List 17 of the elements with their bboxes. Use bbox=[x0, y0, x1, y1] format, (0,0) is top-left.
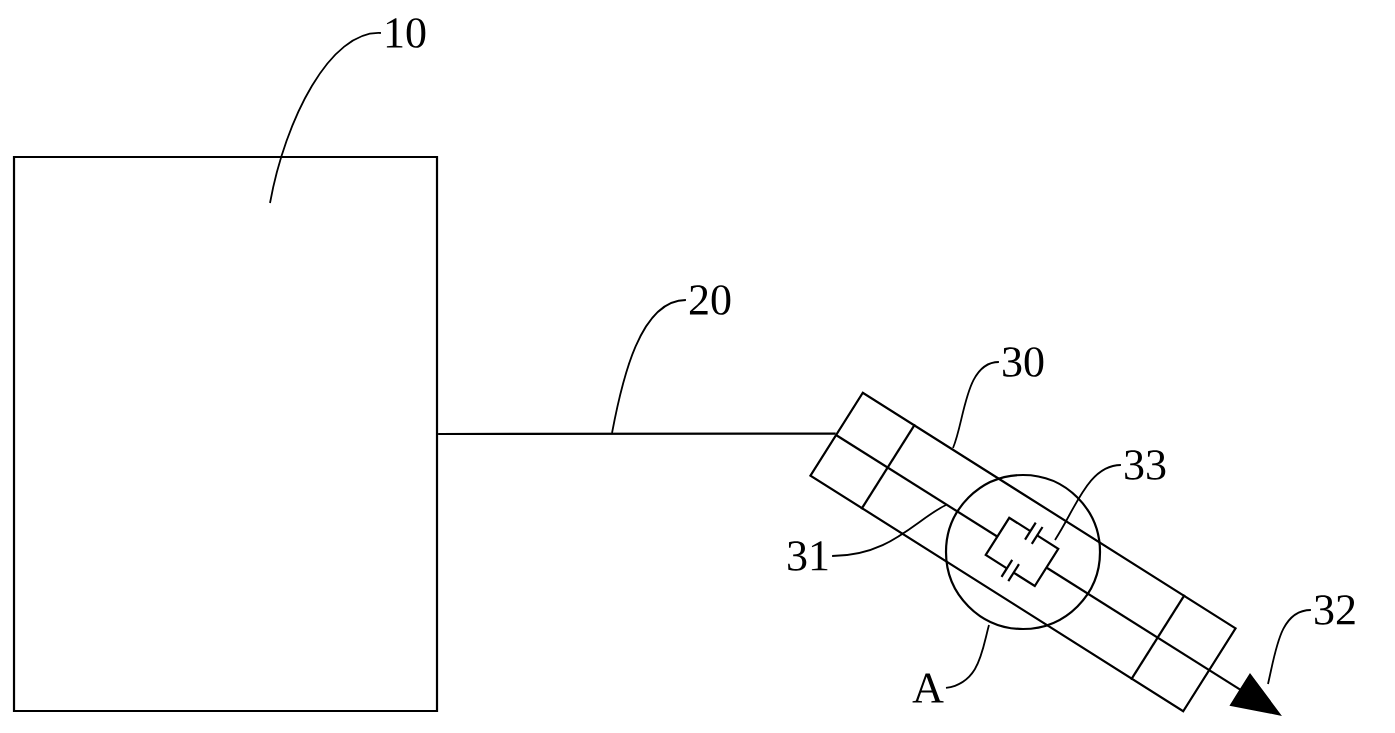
leader-line bbox=[945, 624, 990, 689]
rectangle-box bbox=[12, 155, 439, 713]
callout-number: A bbox=[912, 673, 944, 703]
callout-number: 32 bbox=[1315, 595, 1355, 625]
leader-line bbox=[1054, 464, 1122, 541]
leader-line bbox=[611, 299, 687, 434]
leader-line bbox=[831, 504, 947, 557]
callout-number: 10 bbox=[386, 18, 426, 48]
leader-line bbox=[1267, 609, 1312, 685]
callout-number: 20 bbox=[689, 285, 731, 315]
leader-line bbox=[269, 32, 382, 204]
callout-number: 33 bbox=[1125, 450, 1166, 480]
cable-line bbox=[438, 432, 836, 436]
leader-line bbox=[952, 361, 1000, 449]
callout-number: 30 bbox=[1003, 347, 1044, 377]
capacitor-symbol bbox=[984, 516, 1060, 588]
callout-number: 31 bbox=[788, 541, 828, 571]
